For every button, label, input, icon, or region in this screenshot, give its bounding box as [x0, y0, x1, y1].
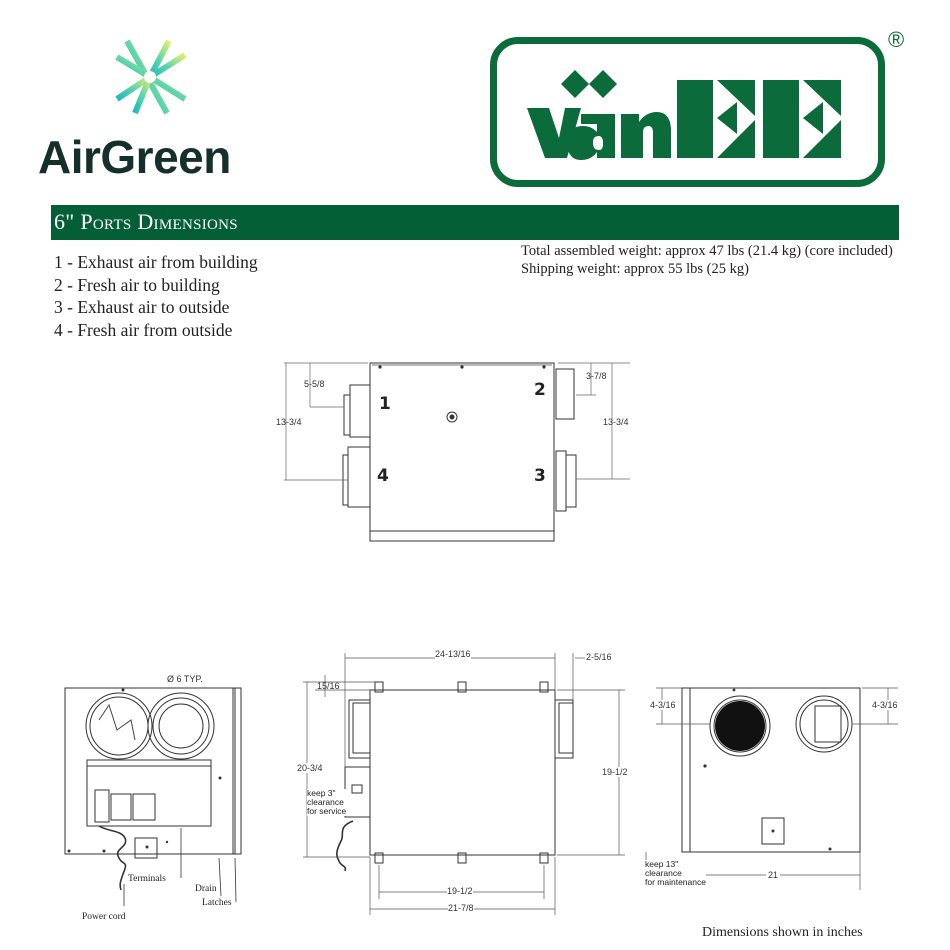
dim-overall-width: 24-13/16 [435, 649, 471, 659]
port-legend: 1 - Exhaust air from building 2 - Fresh … [54, 251, 258, 341]
left-view-outline [64, 687, 242, 906]
section-header-bar: 6" Ports Dimensions [51, 205, 899, 240]
port-legend-item-1: 1 - Exhaust air from building [54, 252, 258, 272]
left-side-view-drawing: Ø 6 TYP. Terminals Drain Latches Power c… [55, 670, 255, 930]
top-view-outline [284, 362, 630, 542]
dim-right-span: 13-3/4 [603, 417, 629, 427]
dim-overall-height: 20-3/4 [297, 763, 323, 773]
port-number-2: 2 [534, 380, 546, 400]
airgreen-wordmark: AirGreen [38, 131, 231, 183]
port-legend-item-3: 3 - Exhaust air to outside [54, 297, 230, 317]
top-view-drawing: 5-5/8 13-3/4 3-7/8 13-3/4 1 2 3 4 [270, 355, 650, 555]
dim-right-port-offset: 3-7/8 [586, 371, 607, 381]
port-number-1: 1 [379, 394, 391, 414]
port-number-4: 4 [377, 466, 389, 486]
snowflake-leaf-icon [109, 39, 191, 115]
shipping-weight: Shipping weight: approx 55 lbs (25 kg) [521, 261, 749, 277]
vanee-logo [490, 37, 885, 187]
callout-terminals: Terminals [128, 874, 166, 884]
dim-left-port-top: 4-3/16 [650, 700, 676, 710]
callout-latches: Latches [202, 898, 232, 908]
port-legend-item-4: 4 - Fresh air from outside [54, 319, 233, 340]
assembled-weight: Total assembled weight: approx 47 lbs (2… [521, 243, 893, 259]
section-title: 6" Ports Dimensions [54, 209, 238, 234]
dim-body-width: 21-7/8 [448, 903, 474, 913]
right-side-view-drawing: 4-3/16 4-3/16 21 keep 13" clearance for … [640, 678, 905, 893]
port-legend-item-2: 2 - Fresh air to building [54, 274, 220, 295]
front-view-outline [303, 653, 625, 915]
port-number-3: 3 [534, 466, 546, 486]
service-clearance-note: keep 3" clearance for service [307, 788, 347, 816]
dim-left-span: 13-3/4 [276, 417, 302, 427]
callout-drain: Drain [195, 884, 217, 894]
weight-info: Total assembled weight: approx 47 lbs (2… [521, 242, 893, 278]
front-view-drawing: 24-13/16 2-5/16 15/16 20-3/4 19-1/2 19-1… [295, 645, 635, 920]
port-diameter-label: Ø 6 TYP. [167, 674, 203, 684]
dim-bracket-spacing: 19-1/2 [447, 886, 473, 896]
dim-right-port-top: 4-3/16 [872, 700, 898, 710]
dim-width: 21 [766, 870, 781, 880]
registered-mark: ® [888, 27, 905, 52]
maintenance-clearance-note: keep 13" clearance for maintenance [645, 859, 706, 887]
dim-bracket-offset: 15/16 [317, 681, 340, 691]
airgreen-logo: AirGreen [35, 35, 265, 185]
dim-port-projection: 2-5/16 [586, 652, 612, 662]
right-view-outline [645, 687, 898, 890]
dim-left-port-offset: 5-5/8 [304, 379, 325, 389]
callout-power-cord: Power cord [82, 912, 126, 922]
dim-body-height: 19-1/2 [602, 767, 628, 777]
units-note: Dimensions shown in inches [702, 925, 863, 940]
vanee-wordmark [527, 70, 841, 160]
